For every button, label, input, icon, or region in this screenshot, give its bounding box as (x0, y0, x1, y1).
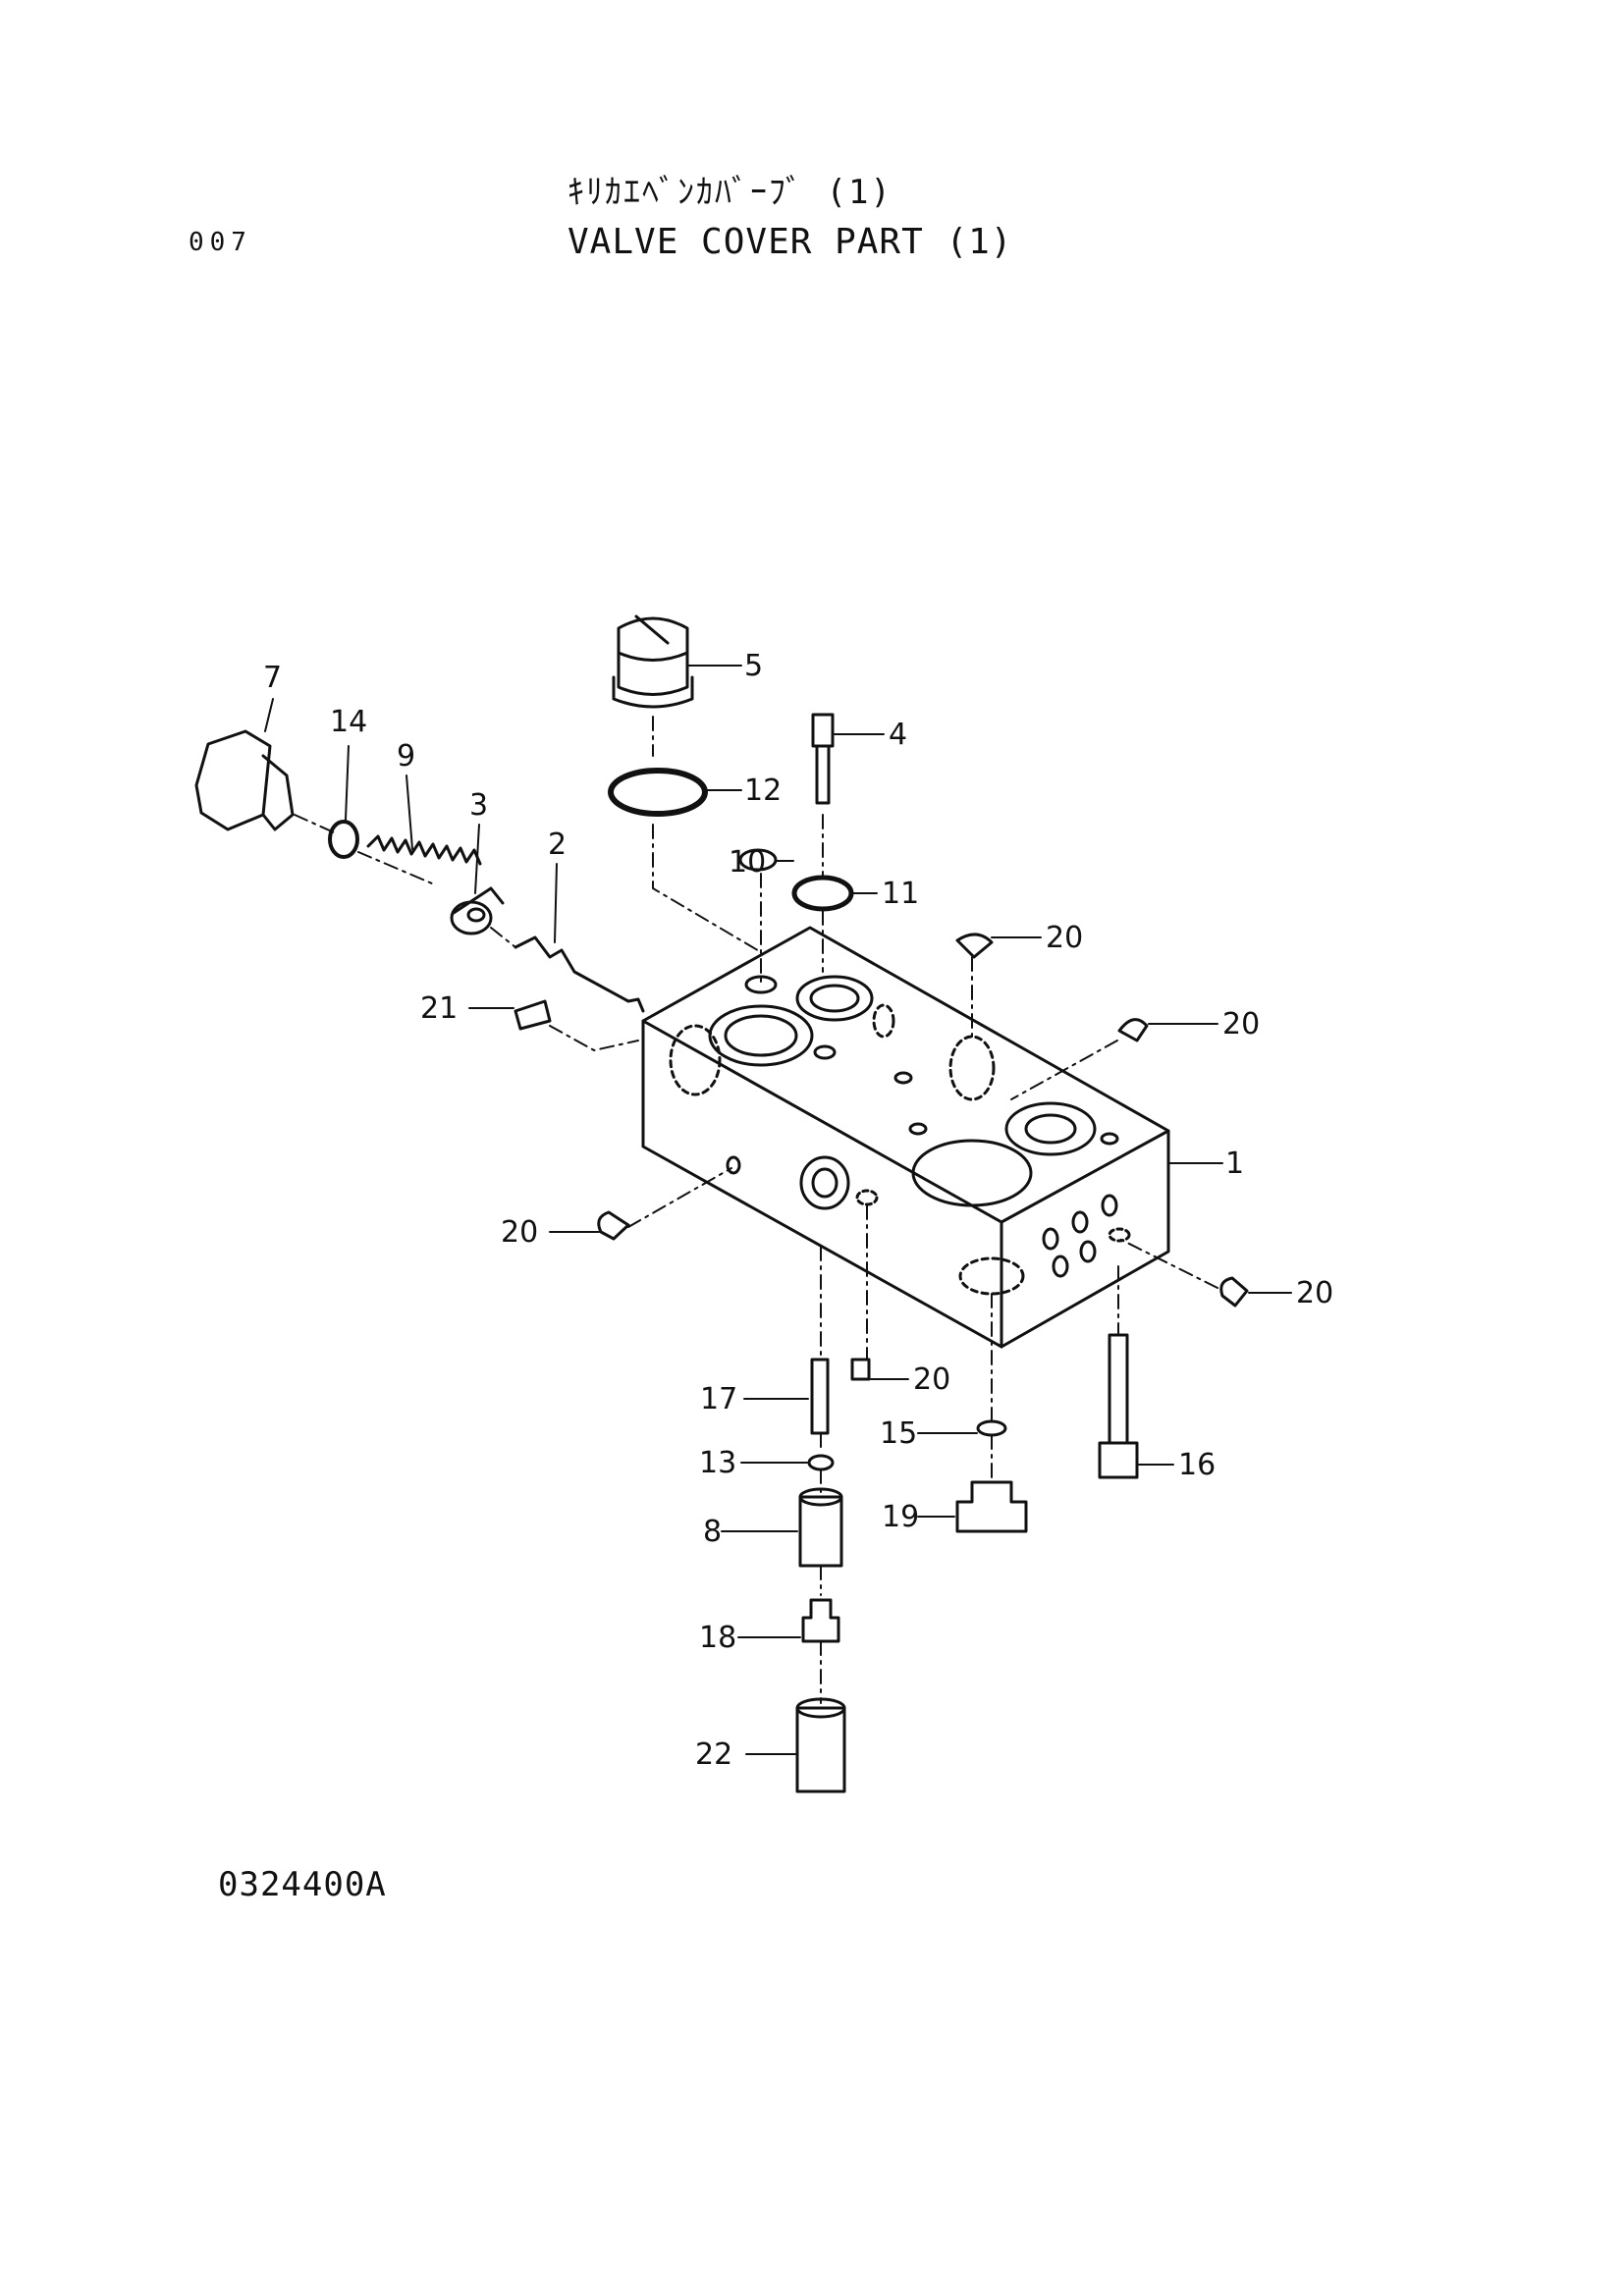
poppet-part (514, 935, 645, 1013)
callout-label: 7 (263, 661, 282, 695)
callout-label: 20 (1222, 1007, 1260, 1041)
callout-label: 20 (913, 1362, 950, 1397)
pin-part (811, 713, 835, 805)
seat-part (450, 886, 505, 935)
callout-label: 9 (397, 739, 415, 774)
sleeve-part (798, 1487, 843, 1568)
callout-label: 4 (889, 718, 907, 752)
callout-label: 13 (699, 1446, 736, 1480)
callout-label: 16 (1178, 1448, 1216, 1482)
screw-part (514, 999, 552, 1031)
page-title-japanese: ｷﾘｶｴﾍﾞﾝｶﾊﾞｰﾌﾞ (1) (568, 173, 893, 212)
tube-part (795, 1697, 846, 1793)
plug-part (194, 729, 295, 831)
callout-label: 20 (1046, 921, 1083, 955)
page-title: VALVE COVER PART (1) (568, 222, 1013, 262)
callout-label: 20 (501, 1215, 538, 1250)
callout-label: 18 (699, 1621, 736, 1655)
callout-label: 14 (330, 705, 367, 739)
callout-label: 8 (703, 1515, 722, 1549)
callout-label: 21 (420, 991, 458, 1026)
o-ring-part (608, 768, 708, 817)
callout-label: 15 (880, 1416, 917, 1451)
callout-label: 12 (744, 774, 782, 808)
callout-label: 11 (882, 877, 919, 911)
page-number: 007 (189, 228, 252, 257)
valve-cover-block (641, 926, 1170, 1349)
callout-label: 20 (1296, 1276, 1333, 1310)
cap-part (612, 614, 694, 709)
bolt-part (1098, 1333, 1139, 1479)
plug-part-19 (955, 1480, 1028, 1533)
callout-label: 19 (882, 1500, 919, 1534)
threaded-rod-part (810, 1358, 830, 1435)
spring-part (366, 834, 482, 866)
callout-label: 10 (729, 845, 766, 880)
callout-label: 5 (744, 649, 763, 683)
drawing-number: 0324400A (218, 1865, 387, 1904)
callout-labels: 1 2 3 4 5 7 8 9 10 11 12 13 14 15 16 17 … (263, 649, 1333, 1772)
callout-label: 2 (548, 828, 567, 862)
fitting-part (801, 1598, 840, 1643)
callout-label: 1 (1225, 1147, 1244, 1181)
callout-label: 17 (700, 1382, 737, 1416)
callout-label: 22 (695, 1737, 732, 1772)
callout-label: 3 (469, 788, 488, 823)
